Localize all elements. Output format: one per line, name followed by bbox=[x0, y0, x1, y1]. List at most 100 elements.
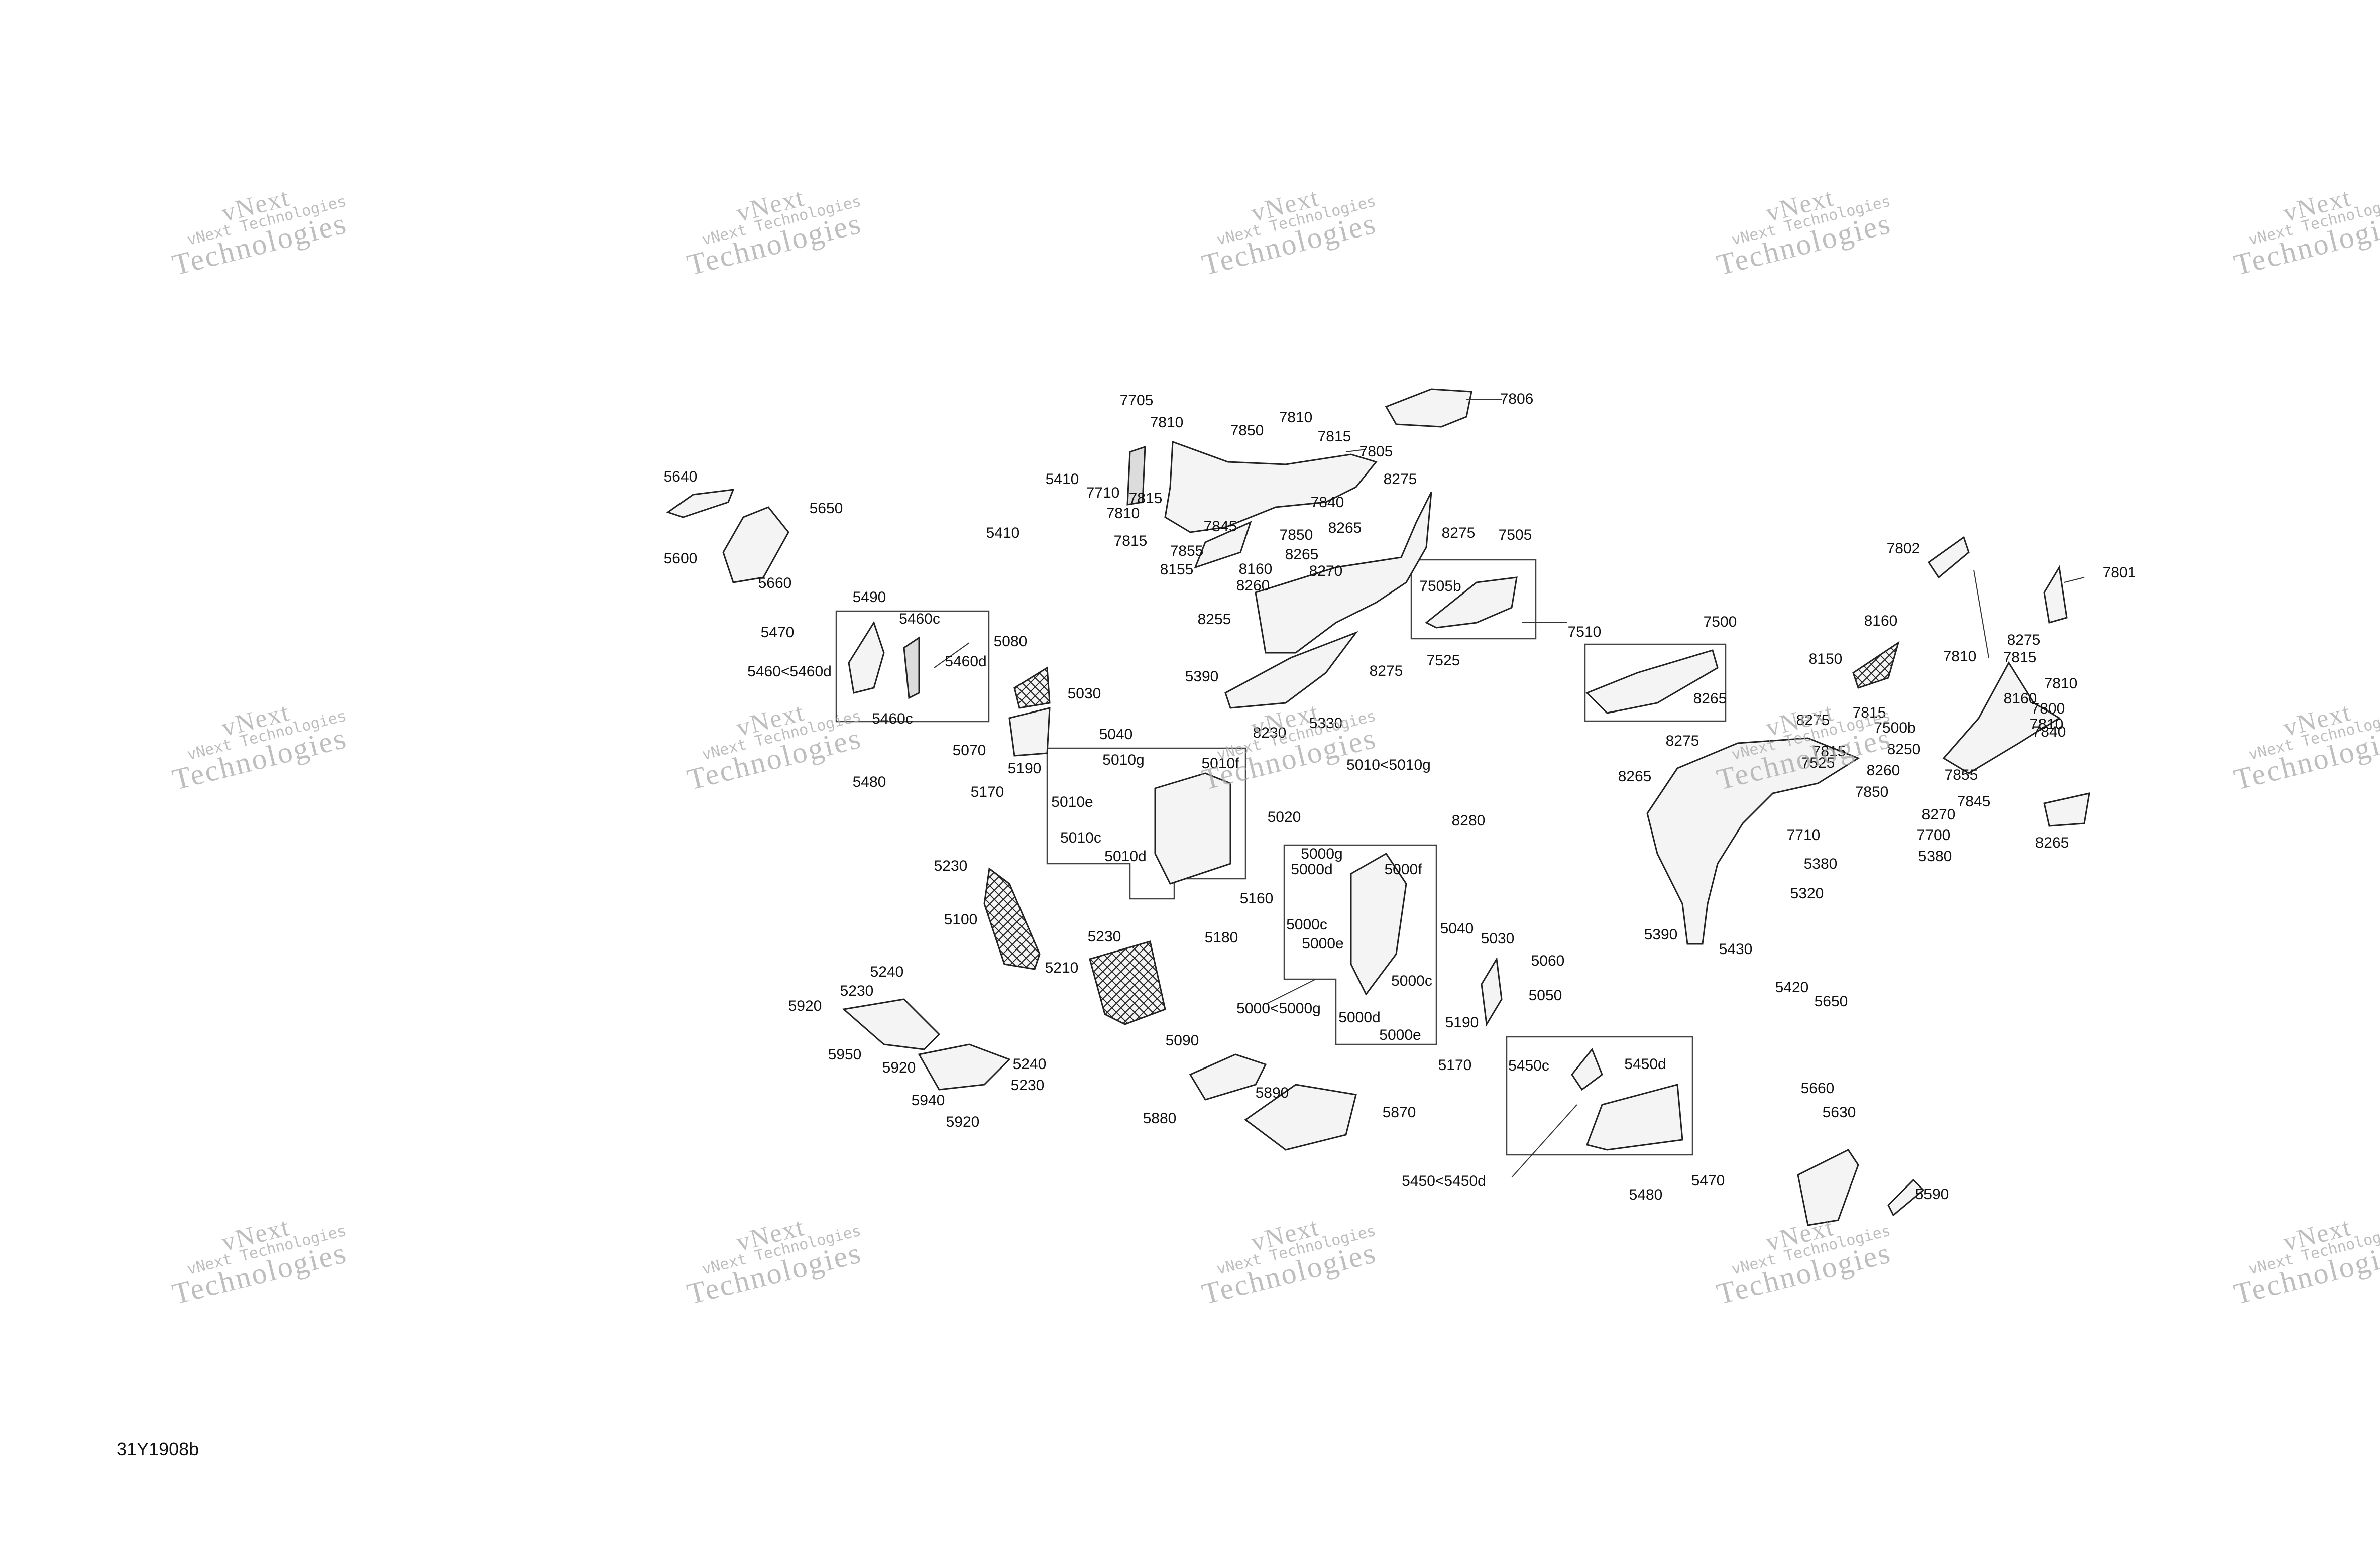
callout-label: 5920 bbox=[946, 1114, 980, 1130]
callout-label: 7855 bbox=[1944, 767, 1978, 783]
document-code: 31Y1908b bbox=[117, 1439, 199, 1459]
part-5050-outline bbox=[1481, 957, 1503, 1027]
part-5070-outline bbox=[1008, 707, 1051, 757]
part-5950-outline bbox=[842, 998, 941, 1050]
callout-label: 8260 bbox=[1866, 762, 1900, 779]
callout-label: 8270 bbox=[1921, 806, 1956, 823]
callout-label: 8150 bbox=[1808, 651, 1843, 667]
callout-label: 5030 bbox=[1481, 930, 1515, 947]
callout-label: 5010c bbox=[1060, 829, 1101, 846]
part-5010-outline bbox=[1154, 772, 1231, 885]
callout-label: 5040 bbox=[1099, 726, 1133, 743]
callout-label: 5100 bbox=[944, 911, 978, 928]
callout-label: 7840 bbox=[1310, 494, 1344, 511]
callout-label: 7810 bbox=[2029, 716, 2064, 733]
callout-label: 5190 bbox=[1007, 760, 1042, 777]
callout-label: 5450c bbox=[1508, 1057, 1549, 1074]
callout-label: 5240 bbox=[1012, 1056, 1047, 1073]
part-5940-outline bbox=[918, 1043, 1011, 1091]
part-5630-outline bbox=[1887, 1178, 1925, 1217]
callout-label: 7855 bbox=[1170, 543, 1204, 559]
callout-label: 5050 bbox=[1528, 987, 1562, 1004]
callout-label: 5940 bbox=[911, 1092, 945, 1109]
callout-label: 8275 bbox=[1441, 525, 1476, 541]
leader-line bbox=[1345, 449, 1367, 452]
callout-label: 5410 bbox=[1045, 471, 1079, 488]
callout-label: 5390 bbox=[1185, 668, 1219, 685]
callout-label: 5010d bbox=[1104, 848, 1147, 865]
callout-label: 8260 bbox=[1236, 577, 1270, 594]
callout-label: 5080 bbox=[993, 633, 1028, 650]
part-5460c-outline bbox=[848, 621, 885, 694]
callout-label: 7845 bbox=[1957, 793, 1991, 810]
callout-label: 5380 bbox=[1918, 848, 1952, 865]
callout-label: 7850 bbox=[1855, 784, 1889, 800]
part-7806-outline bbox=[1385, 388, 1472, 428]
part-7800-outline bbox=[1942, 661, 2061, 774]
callout-label: 8275 bbox=[1369, 663, 1403, 679]
callout-label: 8275 bbox=[2007, 632, 2041, 648]
callout-label: 5000g bbox=[1301, 846, 1343, 862]
callout-label: 5390 bbox=[1644, 926, 1678, 943]
callout-label: 5950 bbox=[828, 1046, 862, 1063]
callout-label: 5010e bbox=[1051, 794, 1093, 810]
callout-label: 8265 bbox=[1285, 546, 1319, 563]
callout-label: 7840 bbox=[2032, 724, 2066, 740]
part-7700-outline bbox=[2043, 792, 2090, 827]
callout-label: 8275 bbox=[1665, 733, 1699, 749]
part-5100-mesh bbox=[983, 867, 1041, 970]
callout-label: 5630 bbox=[1822, 1104, 1856, 1121]
callout-label: 5650 bbox=[1814, 993, 1848, 1010]
callout-label: 5090 bbox=[1165, 1032, 1199, 1049]
callout-label: 7802 bbox=[1886, 540, 1920, 557]
part-5450d-outline bbox=[1586, 1084, 1683, 1151]
callout-label: 7801 bbox=[2102, 564, 2136, 581]
callout-label: 5180 bbox=[1204, 929, 1238, 946]
callout-label: 5480 bbox=[852, 774, 886, 790]
part-5080-mesh bbox=[1013, 666, 1051, 709]
part-7802-outline bbox=[1927, 536, 1970, 579]
callout-label: 5000c bbox=[1286, 916, 1327, 933]
callout-label: 5160 bbox=[1239, 890, 1274, 907]
callout-label: 7815 bbox=[2003, 649, 2037, 666]
callout-label: 7810 bbox=[1943, 648, 1977, 665]
callout-label: 8265 bbox=[1618, 768, 1652, 785]
group-box-7505 bbox=[1410, 559, 1537, 640]
callout-label: 7710 bbox=[1786, 827, 1821, 844]
callout-label: 7815 bbox=[1128, 490, 1163, 507]
callout-label: 5230 bbox=[934, 858, 968, 874]
callout-label: 5000c bbox=[1391, 973, 1432, 989]
callout-label: 5190 bbox=[1445, 1014, 1479, 1031]
group-box-5450 bbox=[1506, 1036, 1693, 1156]
callout-label: 5920 bbox=[788, 998, 822, 1014]
callout-label: 5320 bbox=[1790, 885, 1824, 902]
callout-label: 8250 bbox=[1887, 741, 1921, 758]
leader-line bbox=[1265, 979, 1316, 1005]
callout-label: 5450d bbox=[1624, 1056, 1666, 1073]
callout-label: 8270 bbox=[1309, 563, 1343, 579]
callout-label: 5000f bbox=[1384, 861, 1422, 878]
callout-label: 5000e bbox=[1302, 935, 1344, 952]
callout-label: 5660 bbox=[1800, 1080, 1835, 1097]
callout-label: 5490 bbox=[852, 589, 886, 606]
callout-label: 5040 bbox=[1440, 920, 1474, 937]
callout-label: 5880 bbox=[1143, 1110, 1177, 1127]
callout-label: 7505 bbox=[1498, 527, 1532, 543]
callout-label: 5650 bbox=[809, 500, 843, 517]
callout-label: 5420 bbox=[1775, 979, 1809, 996]
callout-label: 8160 bbox=[1238, 561, 1273, 577]
callout-label: 8265 bbox=[1693, 690, 1727, 707]
part-5000-outline bbox=[1350, 853, 1407, 996]
group-box-5000 bbox=[1283, 844, 1437, 1045]
callout-label: 7700 bbox=[1916, 827, 1951, 844]
part-8250-outline bbox=[1646, 737, 1860, 945]
callout-label: 5170 bbox=[970, 784, 1004, 800]
part-5880-outline bbox=[1189, 1053, 1267, 1101]
callout-label: 7810 bbox=[1150, 414, 1184, 431]
callout-label: 5000<5000g bbox=[1236, 1000, 1321, 1017]
callout-label: 5660 bbox=[758, 575, 792, 591]
callout-label: 5640 bbox=[663, 468, 698, 485]
part-8150-mesh bbox=[1852, 641, 1900, 689]
